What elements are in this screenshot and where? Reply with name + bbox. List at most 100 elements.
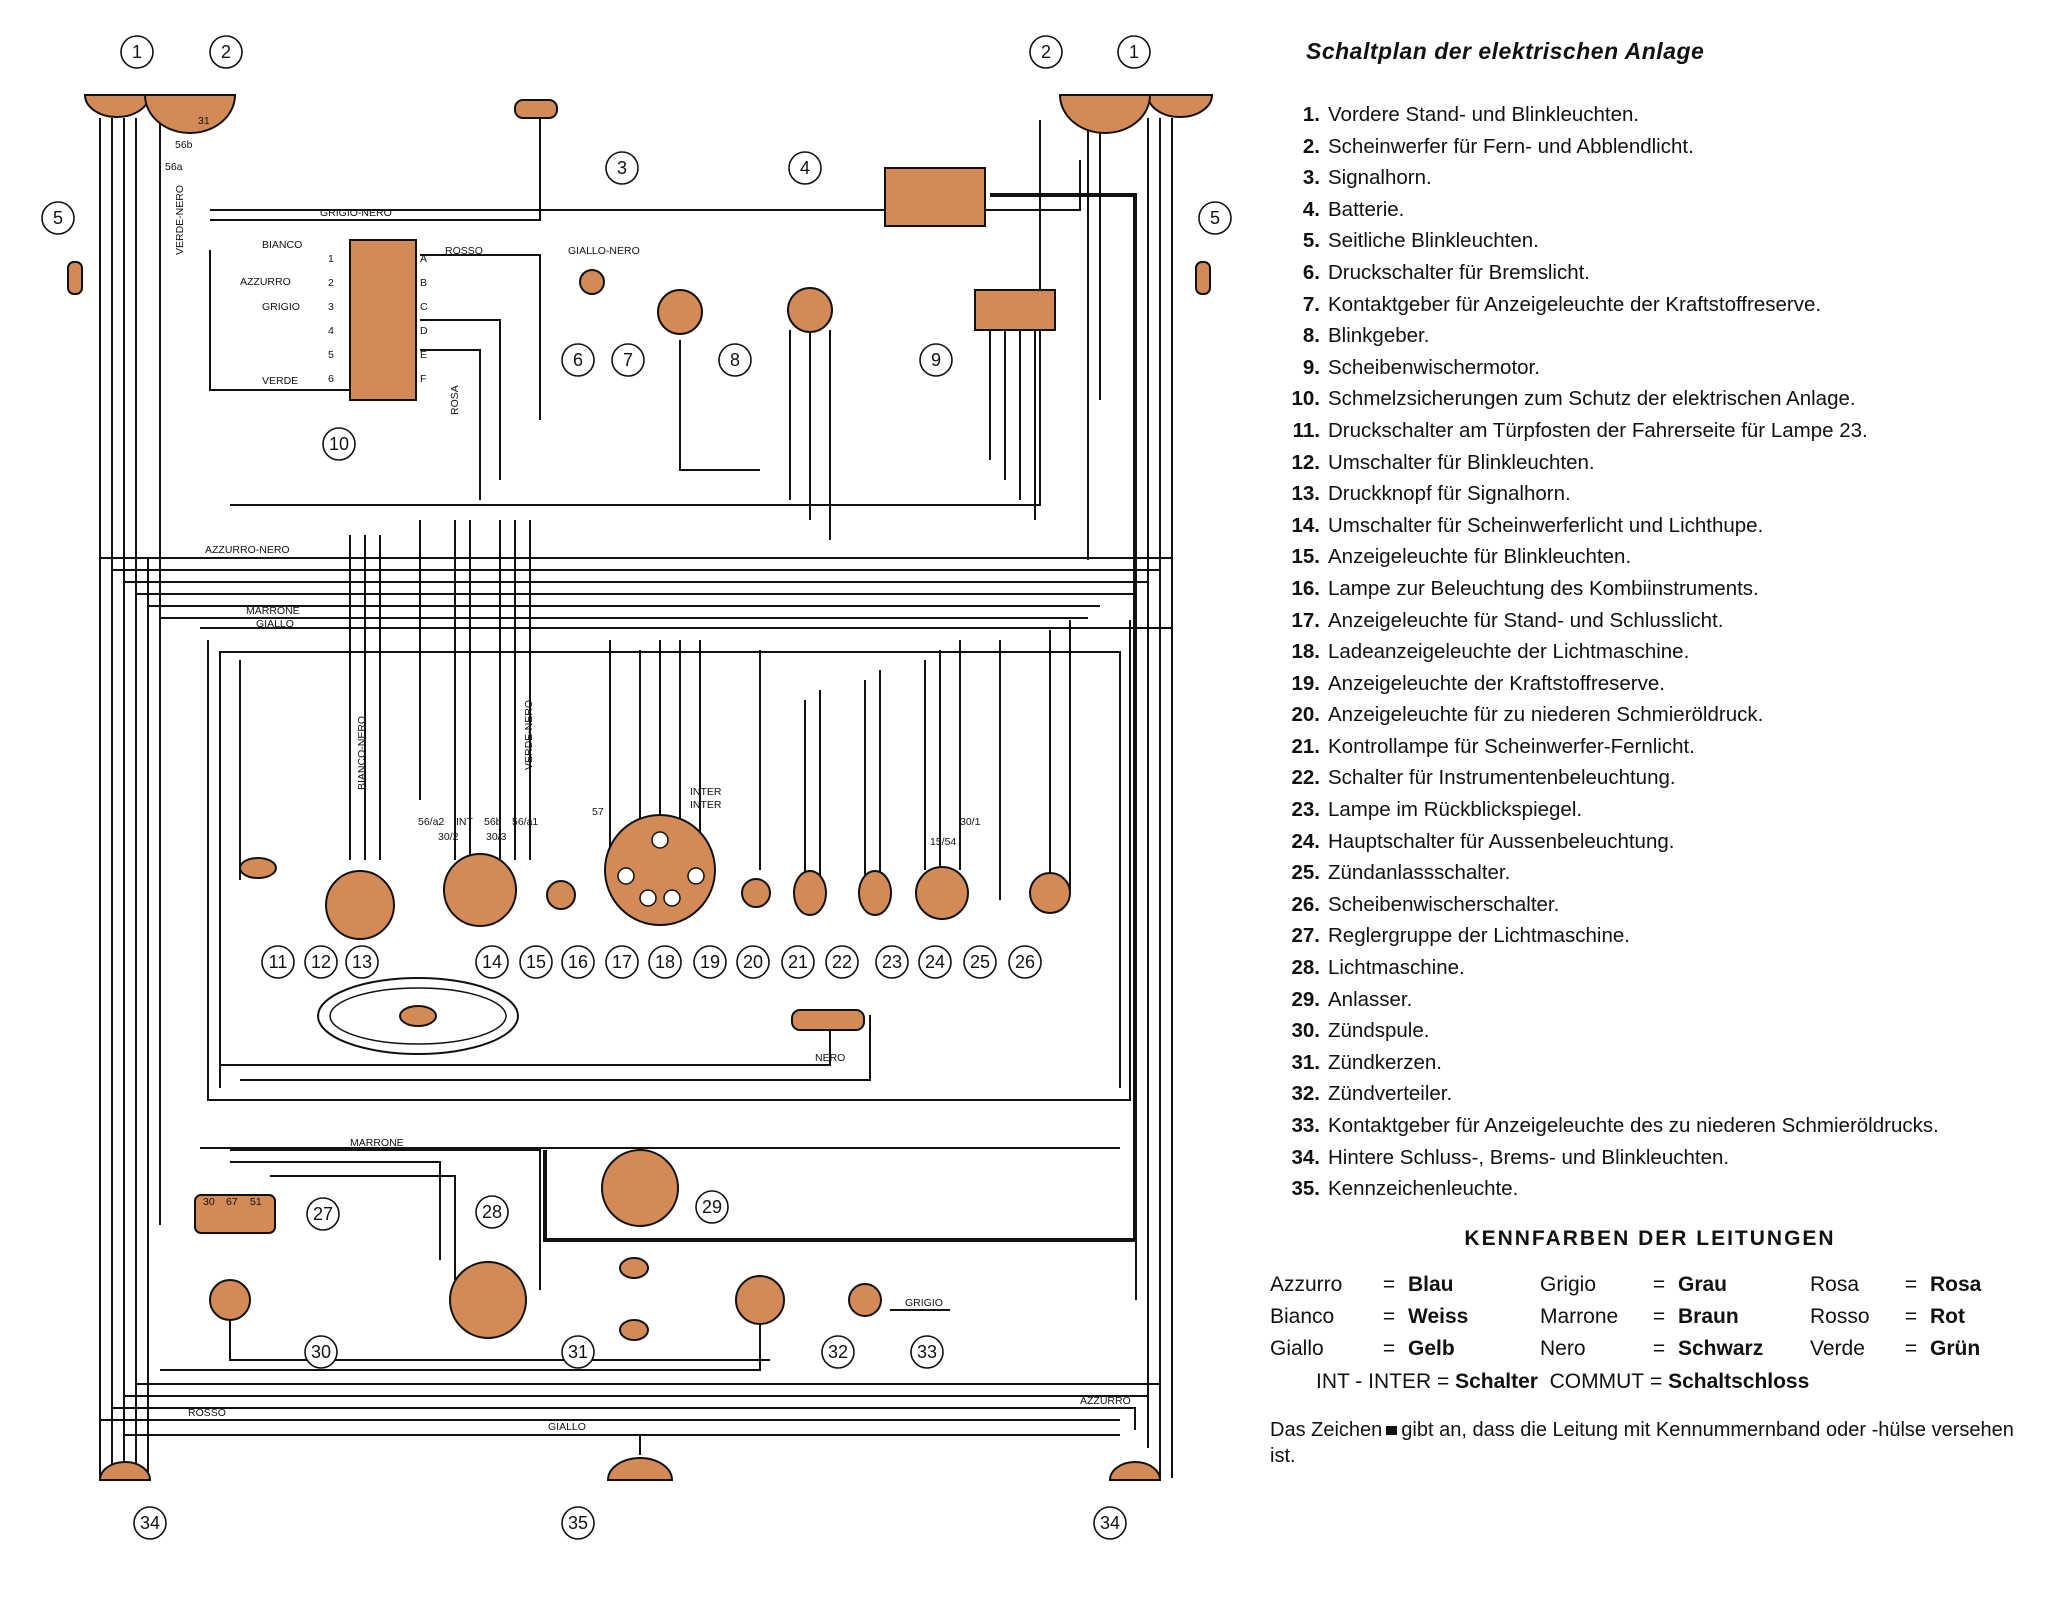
component-text: Druckschalter für Bremslicht. <box>1328 260 1591 284</box>
component-item: 30.Zündspule. <box>1270 1015 2030 1047</box>
headlight-right <box>1058 94 1152 134</box>
component-item: 5.Seitliche Blinkleuchten. <box>1270 225 2030 257</box>
color-italian: Grigio <box>1540 1272 1597 1296</box>
component-text: Umschalter für Blinkleuchten. <box>1328 450 1595 474</box>
color-german: Grau <box>1678 1272 1728 1296</box>
wire-color-entry: Verde=Grün <box>1810 1337 2020 1361</box>
fuse-number: 2 <box>328 277 334 289</box>
fuse-number: 4 <box>328 325 334 337</box>
component-text: Druckknopf für Signalhorn. <box>1328 482 1571 506</box>
band-marker-icon <box>1386 1426 1398 1435</box>
component-text: Hintere Schluss-, Brems- und Blinkleucht… <box>1328 1145 1730 1169</box>
callout-circle <box>519 945 553 979</box>
front-lamp-right <box>1146 94 1214 118</box>
component-number: 7. <box>1302 292 1320 316</box>
callout-circle <box>605 945 639 979</box>
callout-circle <box>561 343 595 377</box>
equals-sign: = <box>1904 1304 1918 1328</box>
main-light-switch <box>915 866 969 920</box>
spark-plug-2 <box>619 1257 649 1279</box>
wire-inner-loop <box>219 651 1121 1088</box>
callout-number: 21 <box>788 952 808 972</box>
component-number: 12. <box>1291 450 1321 474</box>
component-item: 10.Schmelzsicherungen zum Schutz der ele… <box>1270 383 2030 415</box>
component-text: Vordere Stand- und Blinkleuchten. <box>1328 103 1640 126</box>
component-text: Lampe zur Beleuchtung des Kombiinstrumen… <box>1328 576 1759 600</box>
side-indicator-right <box>1195 261 1211 295</box>
battery-cable <box>543 193 1137 1242</box>
fuse-letter: F <box>420 373 426 385</box>
wire-label: AZZURRO <box>1080 1395 1131 1407</box>
component-number: 4. <box>1302 197 1320 221</box>
color-german: Blau <box>1408 1272 1454 1296</box>
component-item: 2.Scheinwerfer für Fern- und Abblendlich… <box>1270 131 2030 163</box>
mirror-lamp <box>791 1009 865 1031</box>
terminal-label: 56a <box>165 161 183 173</box>
wire-color-entry: Rosa=Rosa <box>1810 1273 2020 1297</box>
color-italian: Rosso <box>1810 1304 1870 1328</box>
component-item: 35.Kennzeichenleuchte. <box>1270 1173 2030 1205</box>
wire-marrone-1 <box>230 1149 541 1290</box>
component-item: 7.Kontaktgeber für Anzeigeleuchte der Kr… <box>1270 289 2030 321</box>
component-item: 16.Lampe zur Beleuchtung des Kombiinstru… <box>1270 573 2030 605</box>
wire-label: INTER <box>690 799 722 811</box>
inter-label: INT - INTER <box>1316 1369 1432 1393</box>
callout-circle <box>345 945 379 979</box>
terminal-label: 51 <box>250 1196 262 1208</box>
color-italian: Marrone <box>1540 1304 1619 1328</box>
fuse-number: 3 <box>328 301 334 313</box>
component-item: 23.Lampe im Rückblickspiegel. <box>1270 794 2030 826</box>
wire-bottom-5 <box>160 1310 761 1371</box>
component-number: 26. <box>1291 892 1321 916</box>
wire-label: GIALLO <box>256 618 294 630</box>
wiper-motor <box>974 289 1056 331</box>
component-item: 1.Vordere Stand- und Blinkleuchten. <box>1270 99 2030 131</box>
component-item: 29.Anlasser. <box>1270 984 2030 1016</box>
oil-pressure-sender <box>848 1283 882 1317</box>
terminal-label: 30/1 <box>960 816 981 828</box>
wire-label: GRIGIO <box>905 1297 943 1309</box>
component-number: 15. <box>1291 545 1321 569</box>
callout-number: 30 <box>311 1342 331 1362</box>
callout-number: 34 <box>140 1513 160 1533</box>
terminal-label: 56b <box>175 139 193 151</box>
oil-pressure-light <box>741 878 771 908</box>
callout-number: 8 <box>730 350 740 370</box>
component-text: Anlasser. <box>1328 987 1413 1011</box>
component-number: 22. <box>1291 766 1321 790</box>
component-number: 35. <box>1291 1177 1321 1201</box>
component-item: 3.Signalhorn. <box>1270 162 2030 194</box>
spark-plug-1 <box>619 1319 649 1341</box>
wire-color-entry: Giallo=Gelb <box>1270 1337 1540 1361</box>
brake-switch <box>579 269 605 295</box>
color-italian: Rosa <box>1810 1272 1860 1296</box>
component-text: Scheibenwischermotor. <box>1328 355 1540 379</box>
door-switch <box>239 857 277 879</box>
component-number: 32. <box>1291 1082 1321 1106</box>
component-item: 17.Anzeigeleuchte für Stand- und Schluss… <box>1270 605 2030 637</box>
terminal-label: 15/54 <box>930 836 956 848</box>
wire-label: ROSSO <box>445 245 483 257</box>
cluster-lamp-17 <box>639 889 657 907</box>
callout-number: 9 <box>931 350 941 370</box>
fuse-box <box>349 239 417 401</box>
component-item: 12. Umschalter für Blinkleuchten. <box>1270 447 2030 479</box>
color-german: Rosa <box>1930 1272 1982 1296</box>
callout-number: 28 <box>482 1202 502 1222</box>
color-german: Braun <box>1678 1304 1739 1328</box>
callout-number: 32 <box>828 1342 848 1362</box>
component-item: 28.Lichtmaschine. <box>1270 952 2030 984</box>
fuse-letter: A <box>420 253 427 265</box>
ignition-coil <box>209 1279 251 1321</box>
callout-number: 2 <box>1041 42 1051 62</box>
color-italian: Azzurro <box>1270 1272 1343 1296</box>
callout-circle <box>120 35 154 69</box>
component-number: 9. <box>1302 355 1320 379</box>
component-list: 1.Vordere Stand- und Blinkleuchten.2.Sch… <box>1270 99 2030 1205</box>
component-text: Signalhorn. <box>1328 166 1432 190</box>
terminal-label: 56/a1 <box>512 816 538 828</box>
color-german: Rot <box>1930 1304 1965 1328</box>
callout-number: 19 <box>700 952 720 972</box>
wire-label: MARRONE <box>350 1137 404 1149</box>
